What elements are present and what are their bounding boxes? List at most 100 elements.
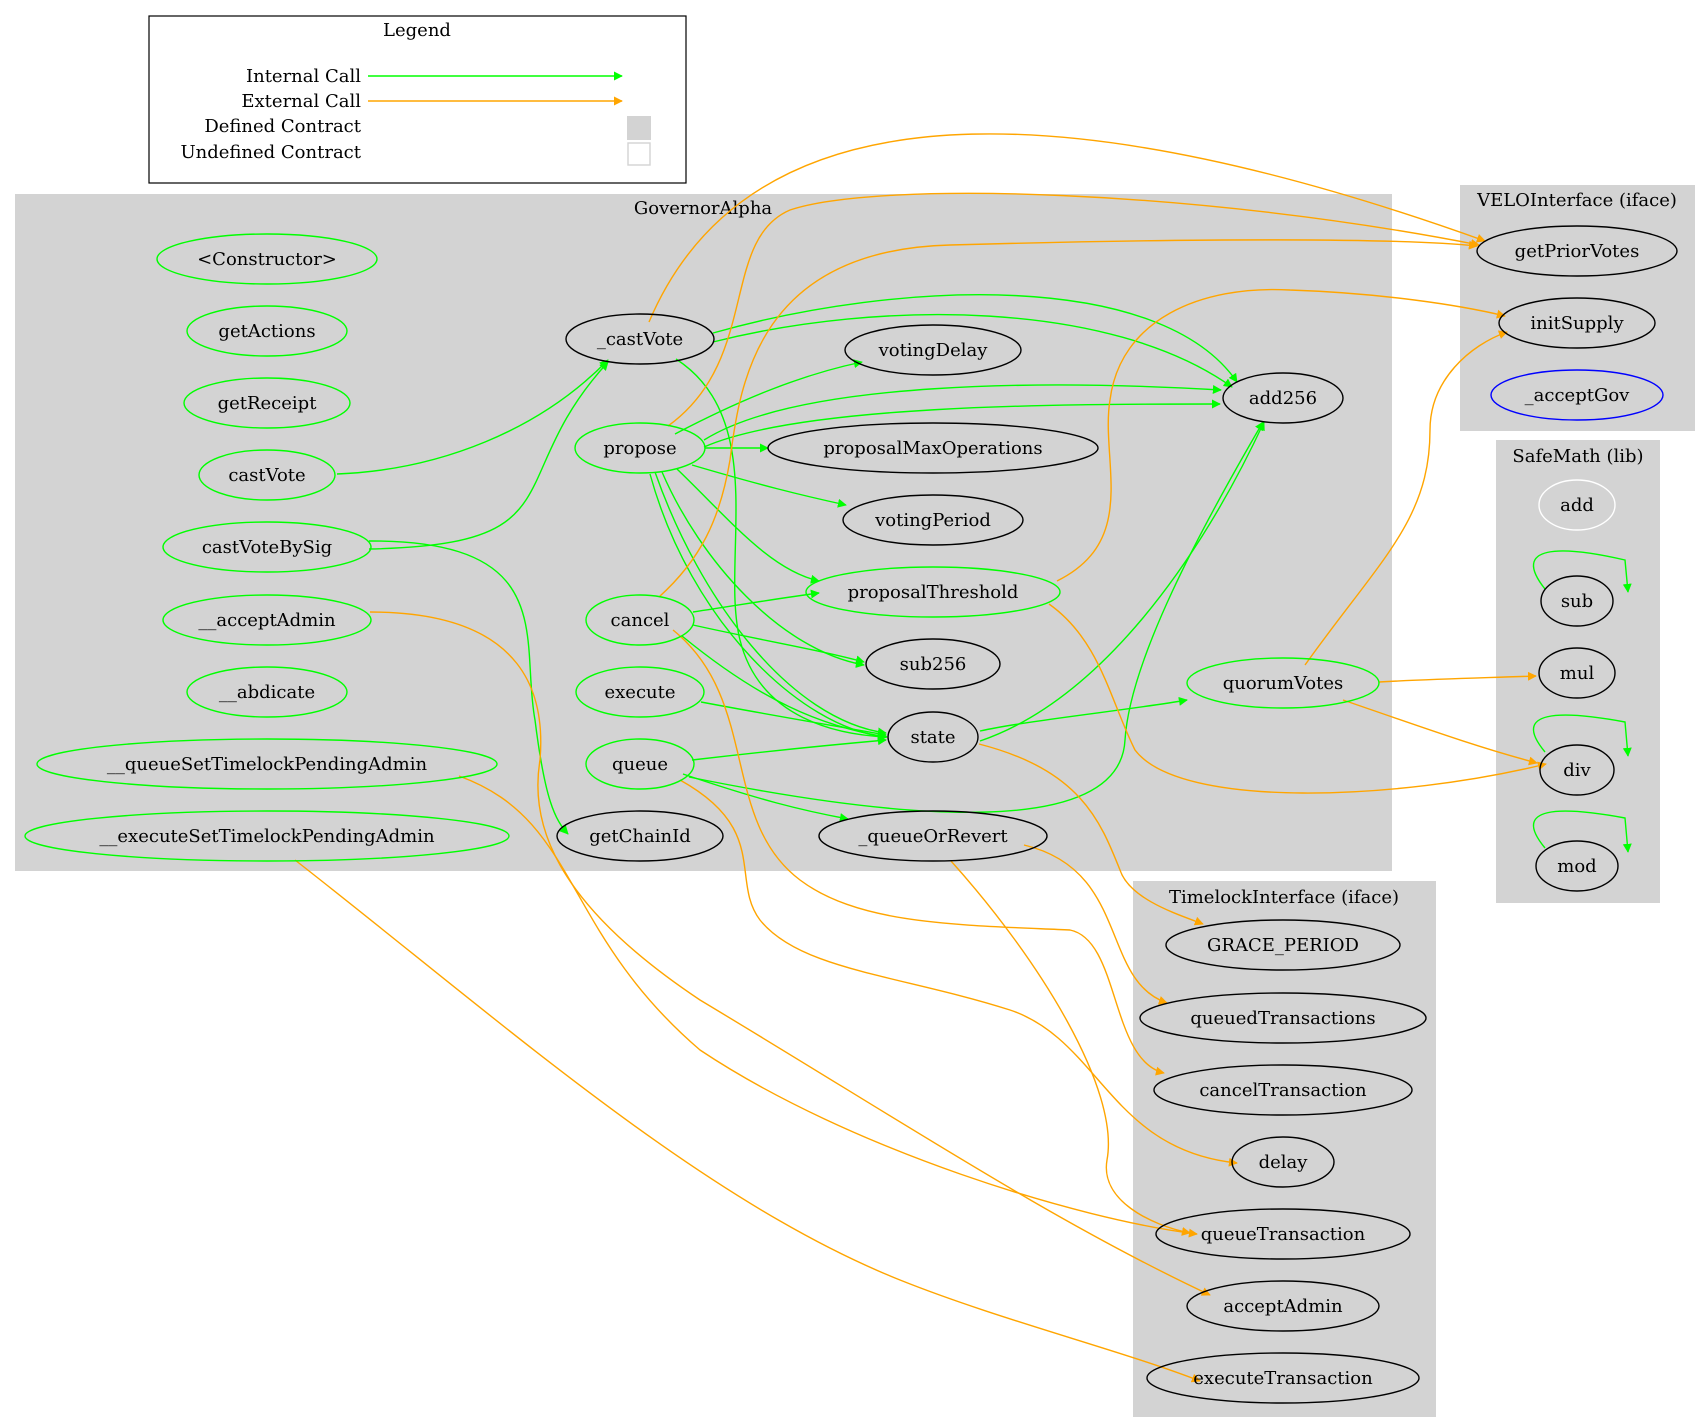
edge-state-to-grace-period <box>978 743 1204 926</box>
edge-propose-to-add256-b <box>703 399 1221 448</box>
node-label: _castVote <box>597 329 683 350</box>
legend-undefined-label: Undefined Contract <box>180 142 361 163</box>
node-ellipse <box>575 666 705 718</box>
node-label: acceptAdmin <box>1223 1296 1343 1317</box>
node-ellipse <box>1535 840 1619 892</box>
node-proposalmaxoperations: proposalMaxOperations <box>767 422 1099 474</box>
edge-div-self <box>1532 714 1632 757</box>
node-label: sub256 <box>900 654 967 675</box>
cluster-timelockinterface-label: TimelockInterface (iface) <box>1169 887 1399 908</box>
edge-propose-to-getpriorvotes <box>667 192 1480 427</box>
node-ellipse <box>1186 1280 1380 1332</box>
node-execute: execute <box>575 666 705 718</box>
node-label: __queueSetTimelockPendingAdmin <box>107 754 428 775</box>
node-label: votingDelay <box>878 340 989 361</box>
node-ellipse <box>198 449 336 501</box>
node-add: add <box>1538 479 1616 531</box>
edge-cancel-to-canceltransaction <box>672 629 1165 1076</box>
node-label: cancelTransaction <box>1199 1080 1367 1101</box>
node-label: executeTransaction <box>1193 1368 1373 1389</box>
node-label: __abdicate <box>219 682 315 703</box>
node-acceptadmin: acceptAdmin <box>1186 1280 1380 1332</box>
clusters: GovernorAlpha VELOInterface (iface) Safe… <box>15 185 1695 1417</box>
edge-queue-to-delay <box>679 779 1238 1167</box>
edge-castvote-to-add256-a <box>712 294 1238 383</box>
edge-queue-to-queueorrevert <box>682 773 849 822</box>
node-ellipse <box>186 666 348 718</box>
node-ellipse <box>1538 647 1616 699</box>
cluster-safemath <box>1496 440 1660 903</box>
edge-proposalthreshold-to-div <box>1048 603 1547 794</box>
node--acceptgov: _acceptGov <box>1490 369 1664 421</box>
node-ellipse <box>183 377 351 429</box>
node-label: getPriorVotes <box>1515 241 1640 262</box>
edge-proposalthreshold-to-initsupply <box>1056 288 1506 582</box>
node-queuetransaction: queueTransaction <box>1155 1208 1411 1260</box>
legend-box <box>148 15 687 184</box>
node-label: votingPeriod <box>874 510 991 531</box>
legend-defined-swatch <box>627 116 651 140</box>
edge-quorumvotes-to-initsupply <box>1304 330 1508 666</box>
node-getreceipt: getReceipt <box>183 377 351 429</box>
legend-title: Legend <box>383 20 451 41</box>
node-label: <Constructor> <box>197 249 337 270</box>
edge-castvote-to-state <box>675 358 888 742</box>
node-label: __acceptAdmin <box>198 610 336 631</box>
node-castvotebysig: castVoteBySig <box>162 521 372 573</box>
edge-propose-to-add256-a <box>703 384 1222 441</box>
node-label: getActions <box>218 321 315 342</box>
node-label: add <box>1560 495 1594 516</box>
edge-queue-to-state <box>691 736 887 761</box>
node-label: _queueOrRevert <box>858 826 1008 847</box>
node-label: quorumVotes <box>1223 673 1344 694</box>
node-ellipse <box>36 738 498 790</box>
edge-state-to-add256 <box>979 421 1265 742</box>
node-ellipse <box>844 324 1022 376</box>
node-getchainid: getChainId <box>556 810 724 862</box>
node-ellipse <box>842 494 1024 546</box>
node-div: div <box>1539 744 1615 796</box>
node-label: mul <box>1560 663 1595 684</box>
node-label: add256 <box>1249 388 1317 409</box>
edge-castvote-to-add256-b <box>712 313 1233 388</box>
edge-propose-to-sub256 <box>661 471 865 668</box>
node-votingdelay: votingDelay <box>844 324 1022 376</box>
node-ellipse <box>1153 1064 1413 1116</box>
node-ellipse <box>1146 1352 1420 1404</box>
node-initsupply: initSupply <box>1498 297 1656 349</box>
edge-quorumvotes-to-div <box>1342 699 1538 766</box>
node-ellipse <box>1540 575 1614 627</box>
node-votingperiod: votingPeriod <box>842 494 1024 546</box>
node-ellipse <box>1231 1136 1335 1188</box>
node-ellipse <box>556 810 724 862</box>
node-ellipse <box>767 422 1099 474</box>
node-delay: delay <box>1231 1136 1335 1188</box>
node-ellipse <box>865 638 1001 690</box>
legend-defined-label: Defined Contract <box>204 116 361 137</box>
node-getpriorvotes: getPriorVotes <box>1476 225 1678 277</box>
node-label: _acceptGov <box>1525 385 1631 406</box>
node-label: getReceipt <box>218 393 318 414</box>
edge-queueorrevert-to-queuedtransactions <box>1023 844 1168 1005</box>
edges <box>294 133 1632 1383</box>
node-abdicate: __abdicate <box>186 666 348 718</box>
legend-undefined-swatch <box>627 142 651 166</box>
edge-mod-self <box>1532 810 1632 853</box>
node-ellipse <box>805 566 1061 618</box>
node-ellipse <box>162 594 372 646</box>
node-label: queuedTransactions <box>1190 1008 1375 1029</box>
edge-queue-to-add256 <box>688 421 1264 813</box>
edge-propose-to-votingperiod <box>691 464 847 508</box>
node-mod: mod <box>1535 840 1619 892</box>
node-proposalthreshold: proposalThreshold <box>805 566 1061 618</box>
node-ellipse <box>162 521 372 573</box>
node-ellipse <box>565 313 715 365</box>
node-ellipse <box>1186 657 1380 709</box>
node-ellipse <box>585 594 695 646</box>
edge-state-to-quorumvotes <box>979 696 1188 732</box>
legend-internal-label: Internal Call <box>246 66 361 87</box>
cluster-velointerface-label: VELOInterface (iface) <box>1476 190 1677 211</box>
node-ellipse <box>186 305 348 357</box>
edge-cancel-to-getpriorvotes <box>658 239 1478 598</box>
